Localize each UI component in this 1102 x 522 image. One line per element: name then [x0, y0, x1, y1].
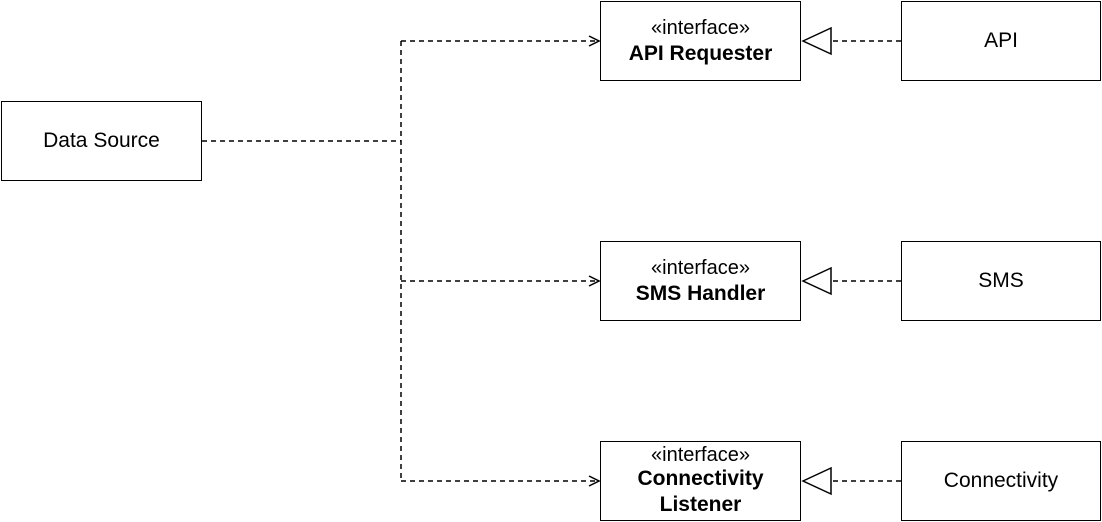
node-sms-label: SMS	[978, 269, 1024, 292]
api-requester-stereotype: «interface»	[651, 16, 750, 39]
connectivity-listener-name-line1: Connectivity	[637, 467, 764, 490]
node-data-source-label: Data Source	[43, 129, 160, 152]
node-api[interactable]: API	[901, 1, 1101, 81]
realization-arrowhead-connectivity	[801, 466, 832, 496]
node-api-label: API	[984, 29, 1018, 52]
connectivity-listener-stereotype: «interface»	[651, 444, 750, 466]
node-data-source[interactable]: Data Source	[1, 101, 202, 181]
node-sms-handler[interactable]: «interface» SMS Handler	[600, 241, 801, 321]
node-sms[interactable]: SMS	[901, 241, 1101, 321]
node-api-requester[interactable]: «interface» API Requester	[600, 1, 801, 81]
realization-arrowhead-sms	[801, 266, 832, 296]
api-requester-name: API Requester	[628, 41, 773, 65]
node-connectivity-listener[interactable]: «interface» Connectivity Listener	[600, 441, 801, 521]
node-connectivity-label: Connectivity	[943, 469, 1059, 492]
realization-arrowhead-api	[801, 26, 832, 56]
connectivity-listener-name-line2: Listener	[659, 493, 742, 516]
sms-handler-stereotype: «interface»	[651, 256, 750, 279]
node-connectivity[interactable]: Connectivity	[901, 441, 1101, 521]
sms-handler-name: SMS Handler	[635, 281, 766, 305]
